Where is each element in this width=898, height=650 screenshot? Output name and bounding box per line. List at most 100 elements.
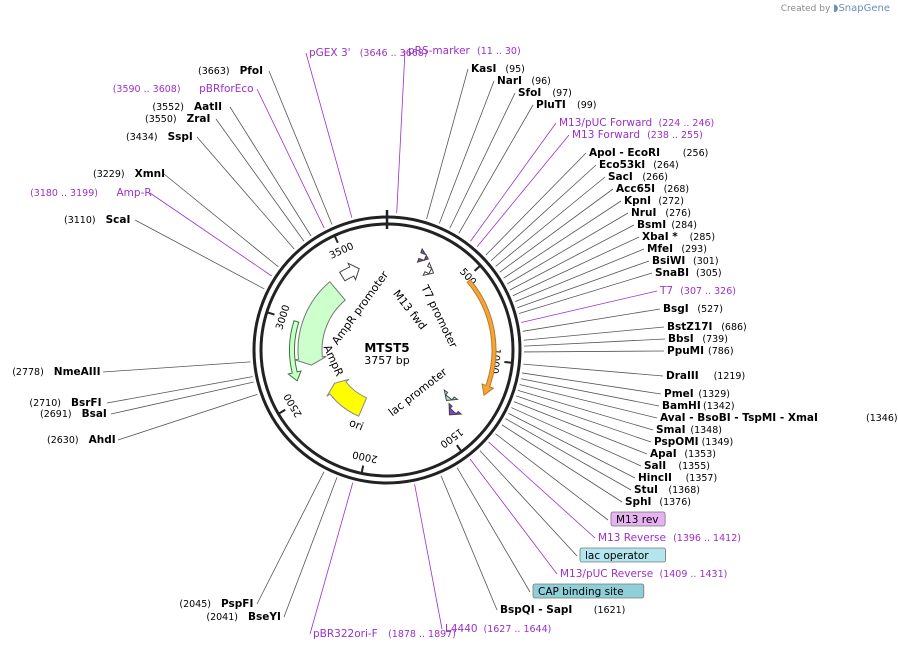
label-leader-line <box>501 424 623 503</box>
map-label[interactable]: ApoI - EcoRI(256) <box>589 147 708 159</box>
map-label[interactable]: KpnI(272) <box>624 195 684 207</box>
map-label[interactable]: PfoI(3663) <box>198 65 263 77</box>
map-label[interactable]: BsrFI(2710) <box>29 397 101 409</box>
map-label[interactable]: M13/pUC Reverse(1409 .. 1431) <box>560 568 727 580</box>
label-leader-line <box>305 52 353 218</box>
label-leader-line <box>196 136 295 250</box>
map-label[interactable]: M13 Reverse(1396 .. 1412) <box>598 532 741 544</box>
label-position: (256) <box>683 148 709 159</box>
label-name: M13/pUC Forward <box>559 117 652 129</box>
map-label[interactable]: SnaBI(305) <box>655 267 722 279</box>
label-position: (1409 .. 1431) <box>660 569 728 580</box>
map-label[interactable]: PmeI(1329) <box>664 388 730 400</box>
map-label[interactable]: BamHI(1342) <box>662 400 735 412</box>
map-label[interactable]: BstZ17I(686) <box>667 321 747 333</box>
map-label[interactable]: ZraI (3550) <box>145 113 210 125</box>
map-label[interactable]: ApaI (1353) <box>650 448 716 460</box>
map-label[interactable]: pBRforEco(3590 .. 3608) <box>113 83 254 95</box>
label-position: (3550) <box>145 114 177 125</box>
map-label[interactable]: Acc65I(268) <box>616 183 689 195</box>
label-leader-line <box>449 92 516 229</box>
label-leaders <box>102 50 666 635</box>
map-label[interactable]: pBR322ori-F(1878 .. 1897) <box>313 628 456 640</box>
map-center: MTST5 3757 bp <box>364 341 409 367</box>
map-label[interactable]: HincII(1357) <box>638 472 717 484</box>
map-label[interactable]: AvaI - BsoBI - TspMI - XmaI(1346) <box>660 412 898 424</box>
label-leader-line <box>521 290 658 323</box>
label-leader-line <box>117 393 258 441</box>
label-position: (1627 .. 1644) <box>484 624 552 635</box>
map-label[interactable]: DraIII(1219) <box>666 370 745 382</box>
map-label[interactable]: BsiWI (301) <box>652 255 719 267</box>
map-label[interactable]: Eco53kI(264) <box>599 159 679 171</box>
label-name: L4440 <box>445 623 478 635</box>
label-position: (301) <box>693 256 719 267</box>
map-label[interactable]: XbaI *(285) <box>642 231 715 243</box>
feature-box-label: M13 rev <box>616 514 659 526</box>
map-label[interactable]: SalI(1355) <box>644 460 710 472</box>
map-label[interactable]: ScaI(3110) <box>64 214 130 226</box>
map-label[interactable]: PspOMI(1349) <box>654 436 733 448</box>
map-label[interactable]: lac operator <box>579 547 666 563</box>
scale-tick-label: 2500 <box>282 391 304 419</box>
map-label[interactable]: NruI(276) <box>631 207 691 219</box>
feature-label-ori: ori <box>347 416 365 433</box>
map-label[interactable]: BseYI(2041) <box>206 611 280 623</box>
map-label[interactable]: Amp-R(3180 .. 3199) <box>30 187 152 199</box>
label-position: (307 .. 326) <box>680 286 736 297</box>
map-label[interactable]: M13/pUC Forward(224 .. 246) <box>559 117 714 129</box>
label-leader-line <box>513 401 648 455</box>
map-label[interactable]: NarI(96) <box>497 75 551 87</box>
label-position: (527) <box>697 304 723 315</box>
label-leader-line <box>509 224 635 291</box>
map-label[interactable]: PspFI(2045) <box>179 598 253 610</box>
map-label[interactable]: SphI(1376) <box>625 496 691 508</box>
label-name: StuI <box>634 484 658 496</box>
map-label[interactable]: L4440 (1627 .. 1644) <box>445 623 551 635</box>
map-label[interactable]: PluTI(99) <box>536 99 597 111</box>
label-name: DraIII <box>666 370 699 382</box>
label-leader-line <box>458 104 534 234</box>
label-name: AatII <box>194 101 222 113</box>
map-label[interactable]: pRS-marker(11 .. 30) <box>408 45 521 57</box>
map-label[interactable]: M13 rev <box>610 511 666 527</box>
label-position: (1353) <box>684 449 716 460</box>
map-label[interactable]: BbsI (739) <box>668 333 728 345</box>
map-label[interactable]: StuI(1368) <box>634 484 700 496</box>
feature-box-label: lac operator <box>585 550 649 562</box>
map-label[interactable]: PpuMI(786) <box>667 345 734 357</box>
label-name: BbsI <box>668 333 694 345</box>
map-label[interactable]: BsgI(527) <box>663 303 723 315</box>
label-leader-line <box>518 272 653 314</box>
map-label[interactable]: MfeI(293) <box>647 243 707 255</box>
map-label[interactable]: KasI(95) <box>471 63 525 75</box>
map-label[interactable]: M13 Forward(238 .. 255) <box>572 129 703 141</box>
map-label[interactable]: AhdI(2630) <box>47 434 116 446</box>
label-name: Eco53kI <box>599 159 645 171</box>
map-label[interactable]: NmeAIII(2778) <box>12 366 100 378</box>
map-label[interactable]: XmnI(3229) <box>93 168 165 180</box>
label-name: ZraI <box>187 113 211 125</box>
map-label[interactable]: AatII(3552) <box>152 101 222 113</box>
map-label[interactable]: BsaI(2691) <box>40 408 107 420</box>
map-label[interactable]: T7(307 .. 326) <box>659 285 736 297</box>
map-label[interactable]: SacI(266) <box>608 171 668 183</box>
map-label[interactable]: pGEX 3'(3646 .. 3668) <box>309 47 428 59</box>
m13-fwd-arrow <box>416 247 430 263</box>
map-label[interactable]: SfoI(97) <box>518 87 572 99</box>
map-label[interactable]: BspQI - SapI(1621) <box>500 604 625 616</box>
ampr-arrow <box>294 281 346 366</box>
label-position: (1878 .. 1897) <box>388 629 456 640</box>
label-position: (3646 .. 3668) <box>360 48 428 59</box>
label-name: ApaI <box>650 448 677 460</box>
map-label[interactable]: SmaI(1348) <box>656 424 722 436</box>
map-label[interactable]: BsmI(284) <box>637 219 697 231</box>
label-position: (96) <box>531 76 551 87</box>
map-label[interactable]: SspI(3434) <box>126 131 193 143</box>
label-position: (739) <box>702 334 728 345</box>
watermark-brand: SnapGene <box>838 3 890 14</box>
label-position: (3590 .. 3608) <box>113 84 181 95</box>
map-label[interactable]: CAP binding site <box>532 583 645 599</box>
label-name: XbaI * <box>642 231 678 243</box>
label-name: BsiWI <box>652 255 685 267</box>
